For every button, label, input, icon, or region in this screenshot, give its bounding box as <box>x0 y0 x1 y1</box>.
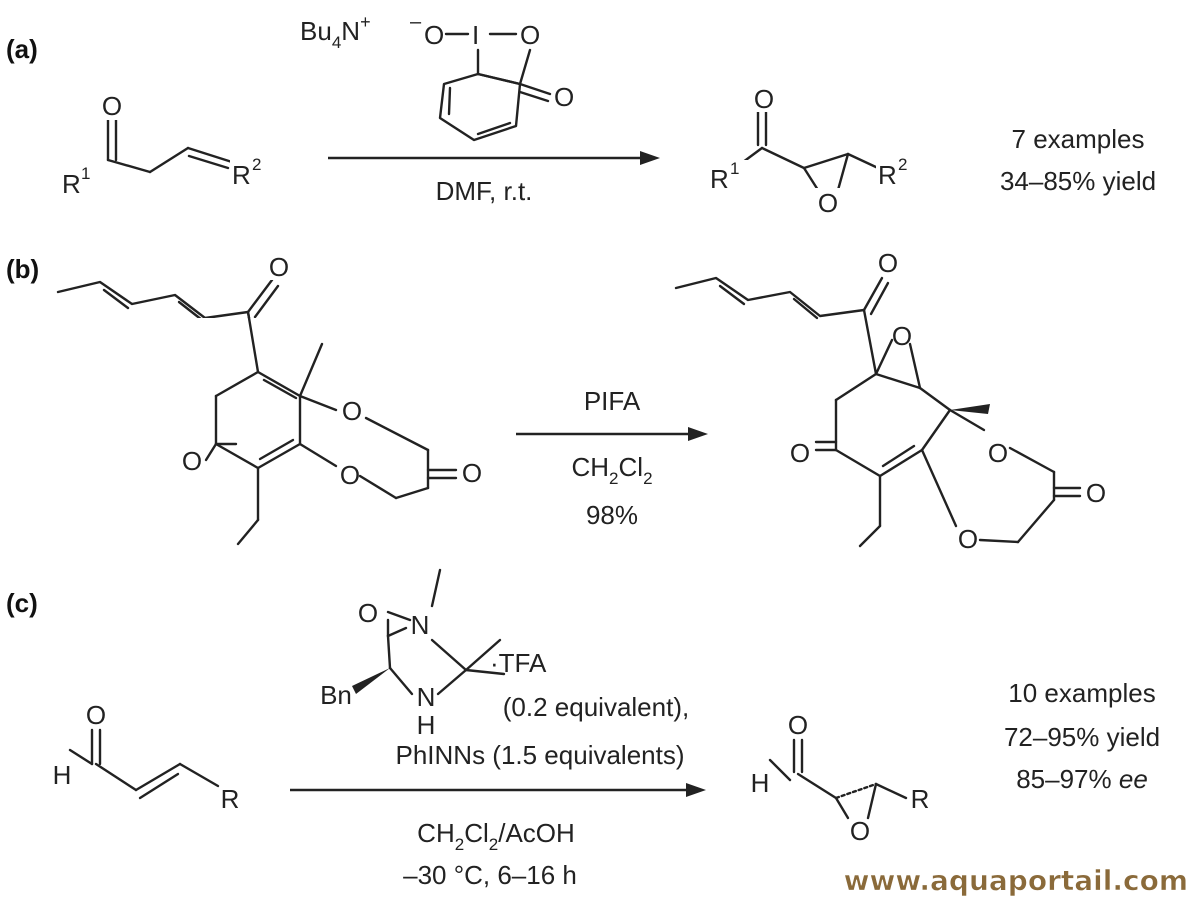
epoxy-aldehyde-product: O H O R <box>751 710 930 846</box>
svg-text:O: O <box>754 84 774 114</box>
svg-text:O: O <box>520 20 540 50</box>
svg-text:Bu4N+: Bu4N+ <box>300 12 371 52</box>
quinone-side-carbonyl-oxygen: O <box>266 252 292 282</box>
panel-b-label: (b) <box>6 254 39 284</box>
epoxide-product-a: O O R 1 R 2 <box>708 84 920 218</box>
result-c-yield: 72–95% yield <box>1004 722 1160 752</box>
enone-reactant: O R 1 R 2 <box>60 91 274 199</box>
svg-text:R: R <box>710 164 729 194</box>
solvent-b: CH2Cl2 <box>571 452 652 488</box>
catalyst-amount: (0.2 equivalent), <box>503 692 689 722</box>
svg-text:O: O <box>340 460 360 490</box>
svg-text:O: O <box>269 252 289 282</box>
oxidant-c: PhINNs (1.5 equivalents) <box>395 740 684 770</box>
svg-text:1: 1 <box>730 159 739 178</box>
svg-text:R: R <box>911 784 930 814</box>
panel-c-label: (c) <box>6 588 38 618</box>
svg-text:O: O <box>358 598 378 628</box>
enal-reactant: O H R <box>53 700 240 814</box>
svg-text:R: R <box>878 160 897 190</box>
svg-text:O: O <box>878 248 898 278</box>
svg-text:O: O <box>102 91 122 121</box>
result-c-examples: 10 examples <box>1008 678 1155 708</box>
epoxide-a-r1: R 1 <box>708 159 752 194</box>
svg-text:O: O <box>342 396 362 426</box>
solvent-c: CH2Cl2/AcOH <box>417 818 575 854</box>
svg-text:2: 2 <box>252 155 261 174</box>
quinone-atoms: O O O O <box>182 396 482 490</box>
epoxide-a-r2: R 2 <box>876 155 920 190</box>
svg-text:H: H <box>751 768 770 798</box>
svg-text:N: N <box>411 610 430 640</box>
svg-text:O: O <box>424 20 444 50</box>
svg-text:2: 2 <box>898 155 907 174</box>
svg-text:O: O <box>86 700 106 730</box>
quinone-ring-clean <box>150 310 530 558</box>
svg-text:O: O <box>462 458 482 488</box>
imidazolidinone-catalyst: O N N H Bn ·TFA <box>320 568 547 740</box>
svg-text:R: R <box>62 169 81 199</box>
svg-text:H: H <box>417 710 436 740</box>
reaction-arrow-c <box>290 783 706 797</box>
svg-text:O: O <box>554 82 574 112</box>
svg-text:O: O <box>182 446 202 476</box>
enone-r2-label: R 2 <box>230 155 274 190</box>
watermark: www.aquaportail.com <box>844 864 1188 897</box>
panel-a-label: (a) <box>6 34 38 64</box>
svg-text:O: O <box>850 816 870 846</box>
panel-c: (c) O H R O N N H <box>6 568 1160 890</box>
conditions-c: –30 °C, 6–16 h <box>403 860 577 890</box>
reaction-arrow-b <box>516 427 708 441</box>
svg-text:Bn: Bn <box>320 680 352 710</box>
result-a-examples: 7 examples <box>1012 124 1145 154</box>
svg-text:O: O <box>958 524 978 554</box>
result-a-yield: 34–85% yield <box>1000 166 1156 196</box>
enone-carbonyl-oxygen: O <box>98 91 124 121</box>
epoxide-a-carbonyl-oxygen: O <box>750 84 776 114</box>
svg-text:O: O <box>1086 478 1106 508</box>
svg-text:O: O <box>790 438 810 468</box>
panel-a: (a) O R 1 R 2 <box>6 11 1156 218</box>
reagent-b: PIFA <box>584 386 641 416</box>
svg-text:O: O <box>892 321 912 351</box>
reaction-arrow-a <box>328 151 660 165</box>
epoxide-a-ring-oxygen: O <box>815 188 841 218</box>
svg-text:O: O <box>818 188 838 218</box>
epoxyquinone-product: O O O <box>674 248 1106 554</box>
svg-text:H: H <box>53 760 72 790</box>
panel-b: (b) O <box>6 248 1106 558</box>
svg-text:I: I <box>472 20 479 50</box>
svg-text:R: R <box>232 160 251 190</box>
svg-text:–: – <box>410 11 422 33</box>
yield-b: 98% <box>586 500 638 530</box>
svg-text:N: N <box>417 682 436 712</box>
enone-r1-label: R 1 <box>60 164 104 199</box>
svg-text:R: R <box>221 784 240 814</box>
svg-text:O: O <box>988 438 1008 468</box>
iodane-reagent: Bu4N+ – O I O O <box>300 11 574 142</box>
svg-text:O: O <box>788 710 808 740</box>
result-c-ee: 85–97% ee <box>1016 764 1148 794</box>
svg-text:·TFA: ·TFA <box>490 648 547 678</box>
svg-text:1: 1 <box>81 164 90 183</box>
condition-a: DMF, r.t. <box>436 176 533 206</box>
